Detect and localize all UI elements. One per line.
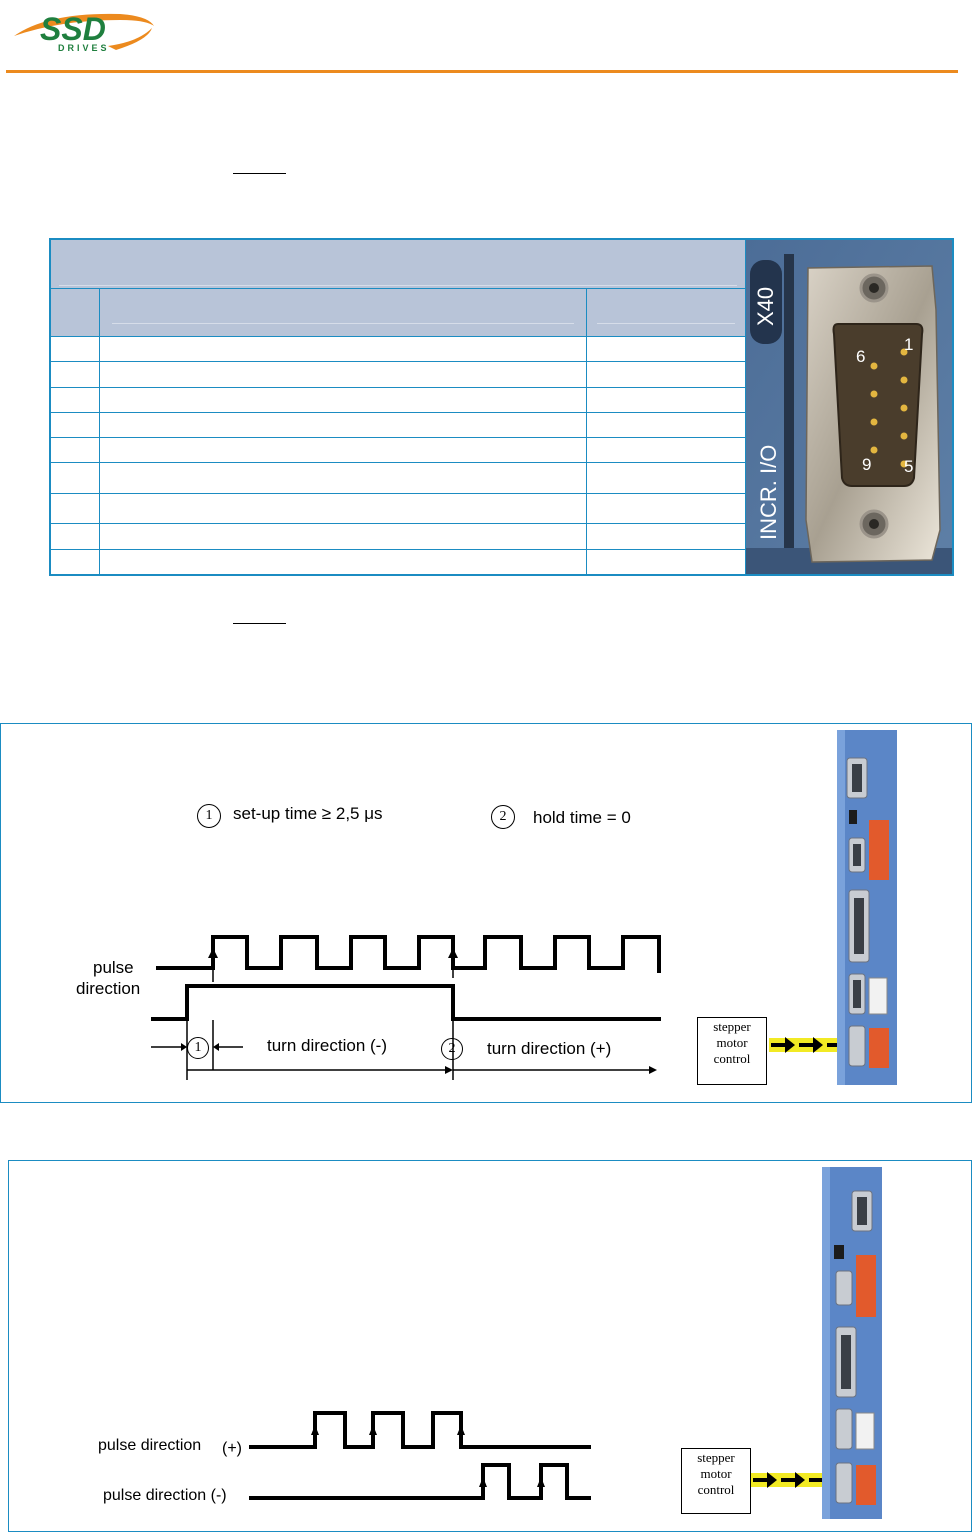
- pulse-direction-minus-label: pulse direction (-): [103, 1487, 227, 1504]
- hold-number-circle: 2: [491, 805, 515, 829]
- timing-waveforms: [151, 935, 859, 1080]
- pulse-waveform: [156, 935, 661, 973]
- drive-module-photo: [822, 1167, 882, 1519]
- pulse-label: pulse: [93, 958, 134, 977]
- underline-mark: [233, 173, 286, 174]
- table-row: [51, 412, 746, 438]
- x40-label: X40: [753, 287, 778, 326]
- pin-table-panel: X40 INCR. I/O 6 1 9 5: [49, 238, 954, 576]
- plus-sign-label: (+): [222, 1440, 242, 1457]
- table-row: [51, 361, 746, 388]
- turn-direction-plus-label: turn direction (+): [487, 1039, 612, 1058]
- drive-module-photo: [837, 730, 897, 1085]
- table-row: [51, 336, 746, 363]
- pulse-plus-minus-diagram: pulse direction (+) pulse direction (-) …: [8, 1160, 972, 1532]
- setup-time-label: set-up time ≥ 2,5 μs: [233, 804, 383, 823]
- pin-6-label: 6: [856, 347, 865, 366]
- table-row: [51, 549, 746, 574]
- pulse-waveforms: [249, 1411, 843, 1500]
- ssd-drives-logo: SSD DRIVES: [14, 11, 154, 53]
- direction-waveform: [151, 984, 661, 1021]
- svg-text:DRIVES: DRIVES: [58, 43, 110, 53]
- header-signal-cell: [586, 288, 746, 338]
- pulse-direction-diagram: 1 set-up time ≥ 2,5 μs 2 hold time = 0 p…: [0, 723, 972, 1103]
- table-row: [51, 387, 746, 413]
- underline-mark: [233, 623, 286, 624]
- stepper-motor-control-box: stepper motor control: [681, 1448, 751, 1514]
- table-row: [51, 437, 746, 464]
- turn-direction-minus-label: turn direction (-): [267, 1036, 387, 1055]
- sub-d-connector-image: X40 INCR. I/O 6 1 9 5: [746, 240, 952, 574]
- pin-assignment-table: [51, 240, 746, 574]
- direction-label: direction: [76, 979, 141, 998]
- incr-io-label: INCR. I/O: [756, 445, 781, 540]
- header-function-cell: [99, 288, 588, 338]
- pin-5-label: 5: [904, 457, 913, 476]
- pulse-direction-plus-label: pulse direction: [98, 1437, 202, 1454]
- stepper-line-1: stepper: [713, 1019, 751, 1034]
- hold-marker-circle: 2: [441, 1038, 463, 1060]
- table-title-cell: [51, 240, 746, 289]
- connector-photo: X40 INCR. I/O 6 1 9 5: [746, 240, 952, 574]
- setup-number-circle: 1: [197, 804, 221, 828]
- setup-marker-circle: 1: [187, 1037, 209, 1059]
- pin-1-label: 1: [904, 335, 913, 354]
- stepper-line-2: motor: [716, 1035, 748, 1050]
- stepper-line-1: stepper: [697, 1450, 735, 1465]
- hold-time-label: hold time = 0: [533, 808, 631, 827]
- svg-text:SSD: SSD: [40, 11, 106, 47]
- table-header-row: [51, 240, 746, 289]
- header-pin-cell: [51, 288, 101, 338]
- stepper-line-2: motor: [700, 1466, 732, 1481]
- stepper-motor-control-box: stepper motor control: [697, 1017, 767, 1085]
- table-row: [51, 462, 746, 495]
- header-rule: [6, 70, 958, 73]
- table-row: [51, 523, 746, 550]
- pin-9-label: 9: [862, 455, 871, 474]
- pulse-plus-waveform: [249, 1411, 591, 1449]
- stepper-line-3: control: [713, 1051, 751, 1066]
- stepper-line-3: control: [697, 1482, 735, 1497]
- table-column-header-row: [51, 288, 746, 338]
- table-row: [51, 493, 746, 524]
